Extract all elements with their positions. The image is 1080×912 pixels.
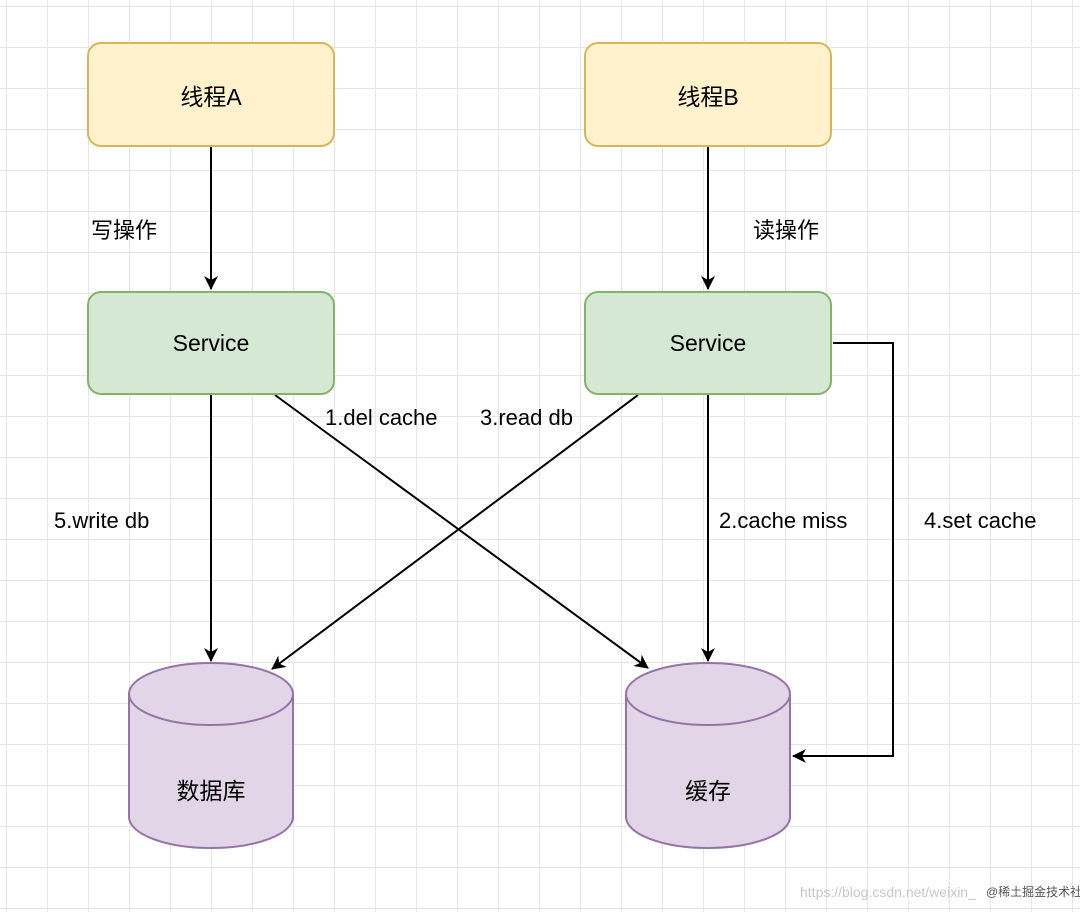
thread-b-node: 线程B: [584, 42, 832, 147]
csdn-watermark: https://blog.csdn.net/weixin_: [800, 884, 976, 900]
juejin-watermark-badge: @稀土掘金技术社区: [986, 885, 1080, 899]
edge-set-cache: [792, 342, 894, 763]
cache-miss-label: 2.cache miss: [719, 508, 848, 533]
thread-a-node: 线程A: [87, 42, 335, 147]
thread-a-label: 线程A: [180, 83, 242, 110]
del-cache-label: 1.del cache: [325, 405, 438, 430]
write-db-label: 5.write db: [54, 508, 150, 533]
cache-cylinder: [625, 662, 791, 849]
set-cache-label: 4.set cache: [924, 508, 1037, 533]
edge-read-db: [271, 394, 639, 670]
service-a-node: Service: [87, 291, 335, 395]
edge-del-cache: [274, 394, 649, 669]
thread-b-label: 线程B: [677, 83, 739, 110]
service-a-label: Service: [172, 329, 250, 356]
read-db-label: 3.read db: [480, 405, 573, 430]
service-b-node: Service: [584, 291, 832, 395]
cache-label: 缓存: [685, 778, 731, 804]
database-cylinder: [128, 662, 294, 849]
read-op-label: 读操作: [753, 218, 820, 243]
write-op-label: 写操作: [91, 218, 158, 243]
database-label: 数据库: [176, 778, 246, 804]
service-b-label: Service: [669, 329, 747, 356]
